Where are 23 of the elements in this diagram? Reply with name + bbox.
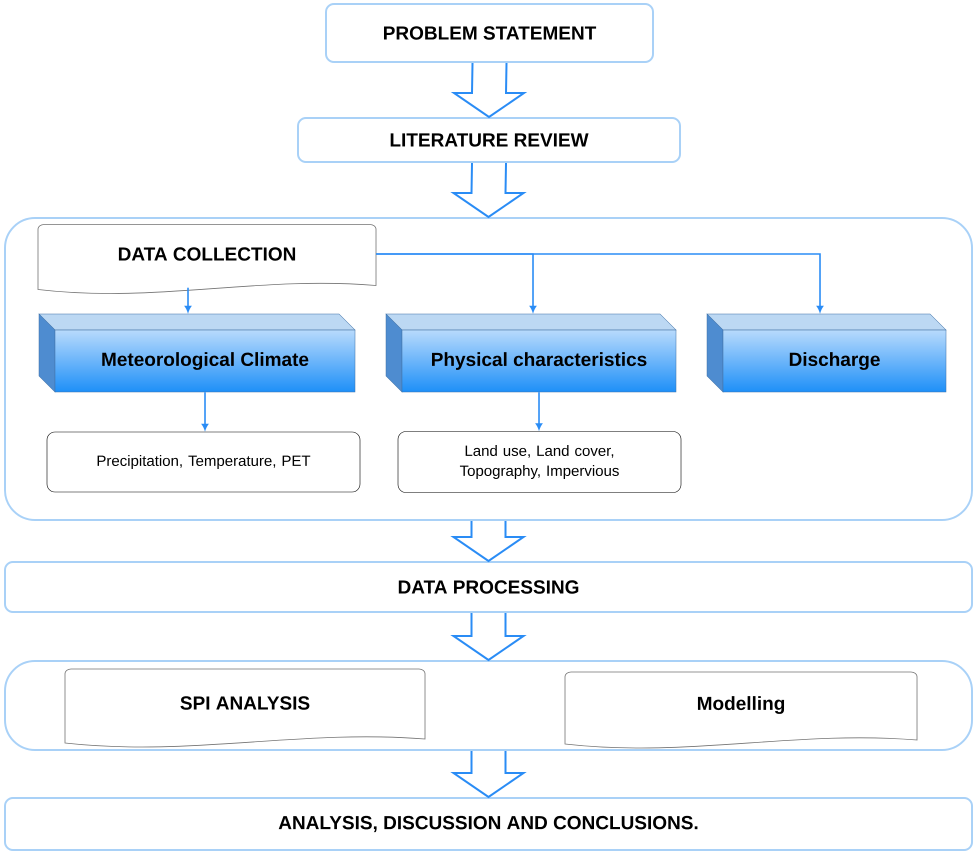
process-box: ANALYSIS, DISCUSSION AND CONCLUSIONS. xyxy=(4,797,974,851)
category-block: Physical characteristics xyxy=(386,314,676,392)
arrow xyxy=(184,288,192,312)
arrow xyxy=(536,392,542,430)
arrow xyxy=(202,392,208,430)
category-block: Discharge xyxy=(706,314,946,392)
document-box: SPI ANALYSIS xyxy=(64,668,426,748)
detail-box: Land use, Land cover, Topography, Impervious xyxy=(398,431,682,493)
document-box: DATA COLLECTION xyxy=(38,224,376,294)
detail-box: Precipitation, Temperature, PET xyxy=(46,432,360,492)
block-arrow xyxy=(450,162,527,218)
block-arrow xyxy=(450,612,527,662)
group-panel xyxy=(4,217,974,521)
block-arrow xyxy=(450,62,528,118)
block-arrow xyxy=(450,750,527,798)
block-arrow xyxy=(450,520,527,562)
process-box: DATA PROCESSING xyxy=(4,561,974,613)
category-block: Meteorological Climate xyxy=(38,314,356,392)
process-box: PROBLEM STATEMENT xyxy=(325,3,654,63)
arrow xyxy=(376,253,824,312)
process-box: LITERATURE REVIEW xyxy=(297,117,681,163)
group-panel xyxy=(4,660,974,751)
document-box: Modelling xyxy=(564,672,918,748)
